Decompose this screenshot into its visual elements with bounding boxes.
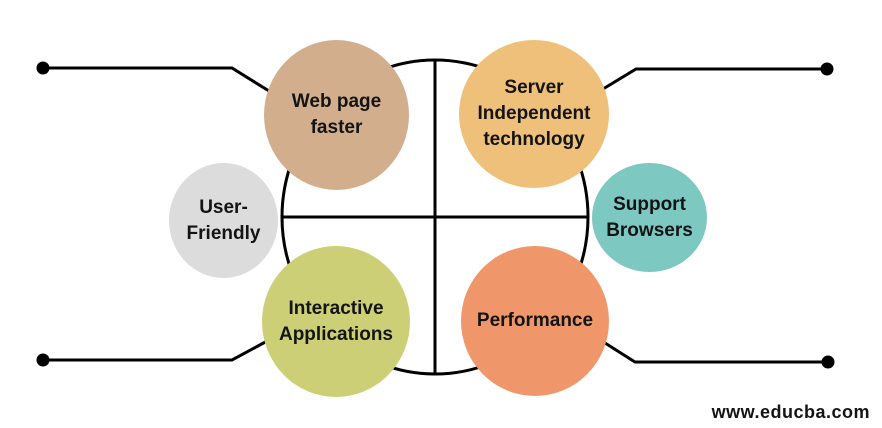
connector-top-left: [43, 66, 270, 93]
node-user-friendly-label: User- Friendly: [186, 196, 261, 244]
node-interactive-applications: Interactive Applications: [262, 246, 410, 397]
node-support-browsers-label: Support Browsers: [606, 193, 693, 241]
node-support-browsers: Support Browsers: [592, 163, 707, 272]
connector-top-right: [602, 67, 827, 91]
node-interactive-applications-label: Interactive Applications: [278, 297, 393, 345]
node-performance: Performance: [461, 246, 609, 396]
connector-bottom-right: [604, 341, 828, 364]
node-performance-label: Performance: [476, 310, 594, 332]
node-server-independent-technology-label: Server Independent technology: [477, 77, 591, 150]
watermark: www.educba.com: [711, 402, 870, 422]
node-web-page-faster-label: Web page faster: [291, 91, 382, 138]
node-web-page-faster: Web page faster: [264, 40, 409, 190]
node-user-friendly: User- Friendly: [169, 163, 278, 278]
connector-bottom-right-dot: [821, 355, 835, 369]
connector-bottom-left-dot: [36, 353, 50, 367]
connector-top-right-dot: [820, 62, 834, 76]
connector-top-left-dot: [36, 61, 50, 75]
connector-bottom-left: [43, 338, 270, 362]
node-server-independent-technology: Server Independent technology: [459, 40, 609, 188]
